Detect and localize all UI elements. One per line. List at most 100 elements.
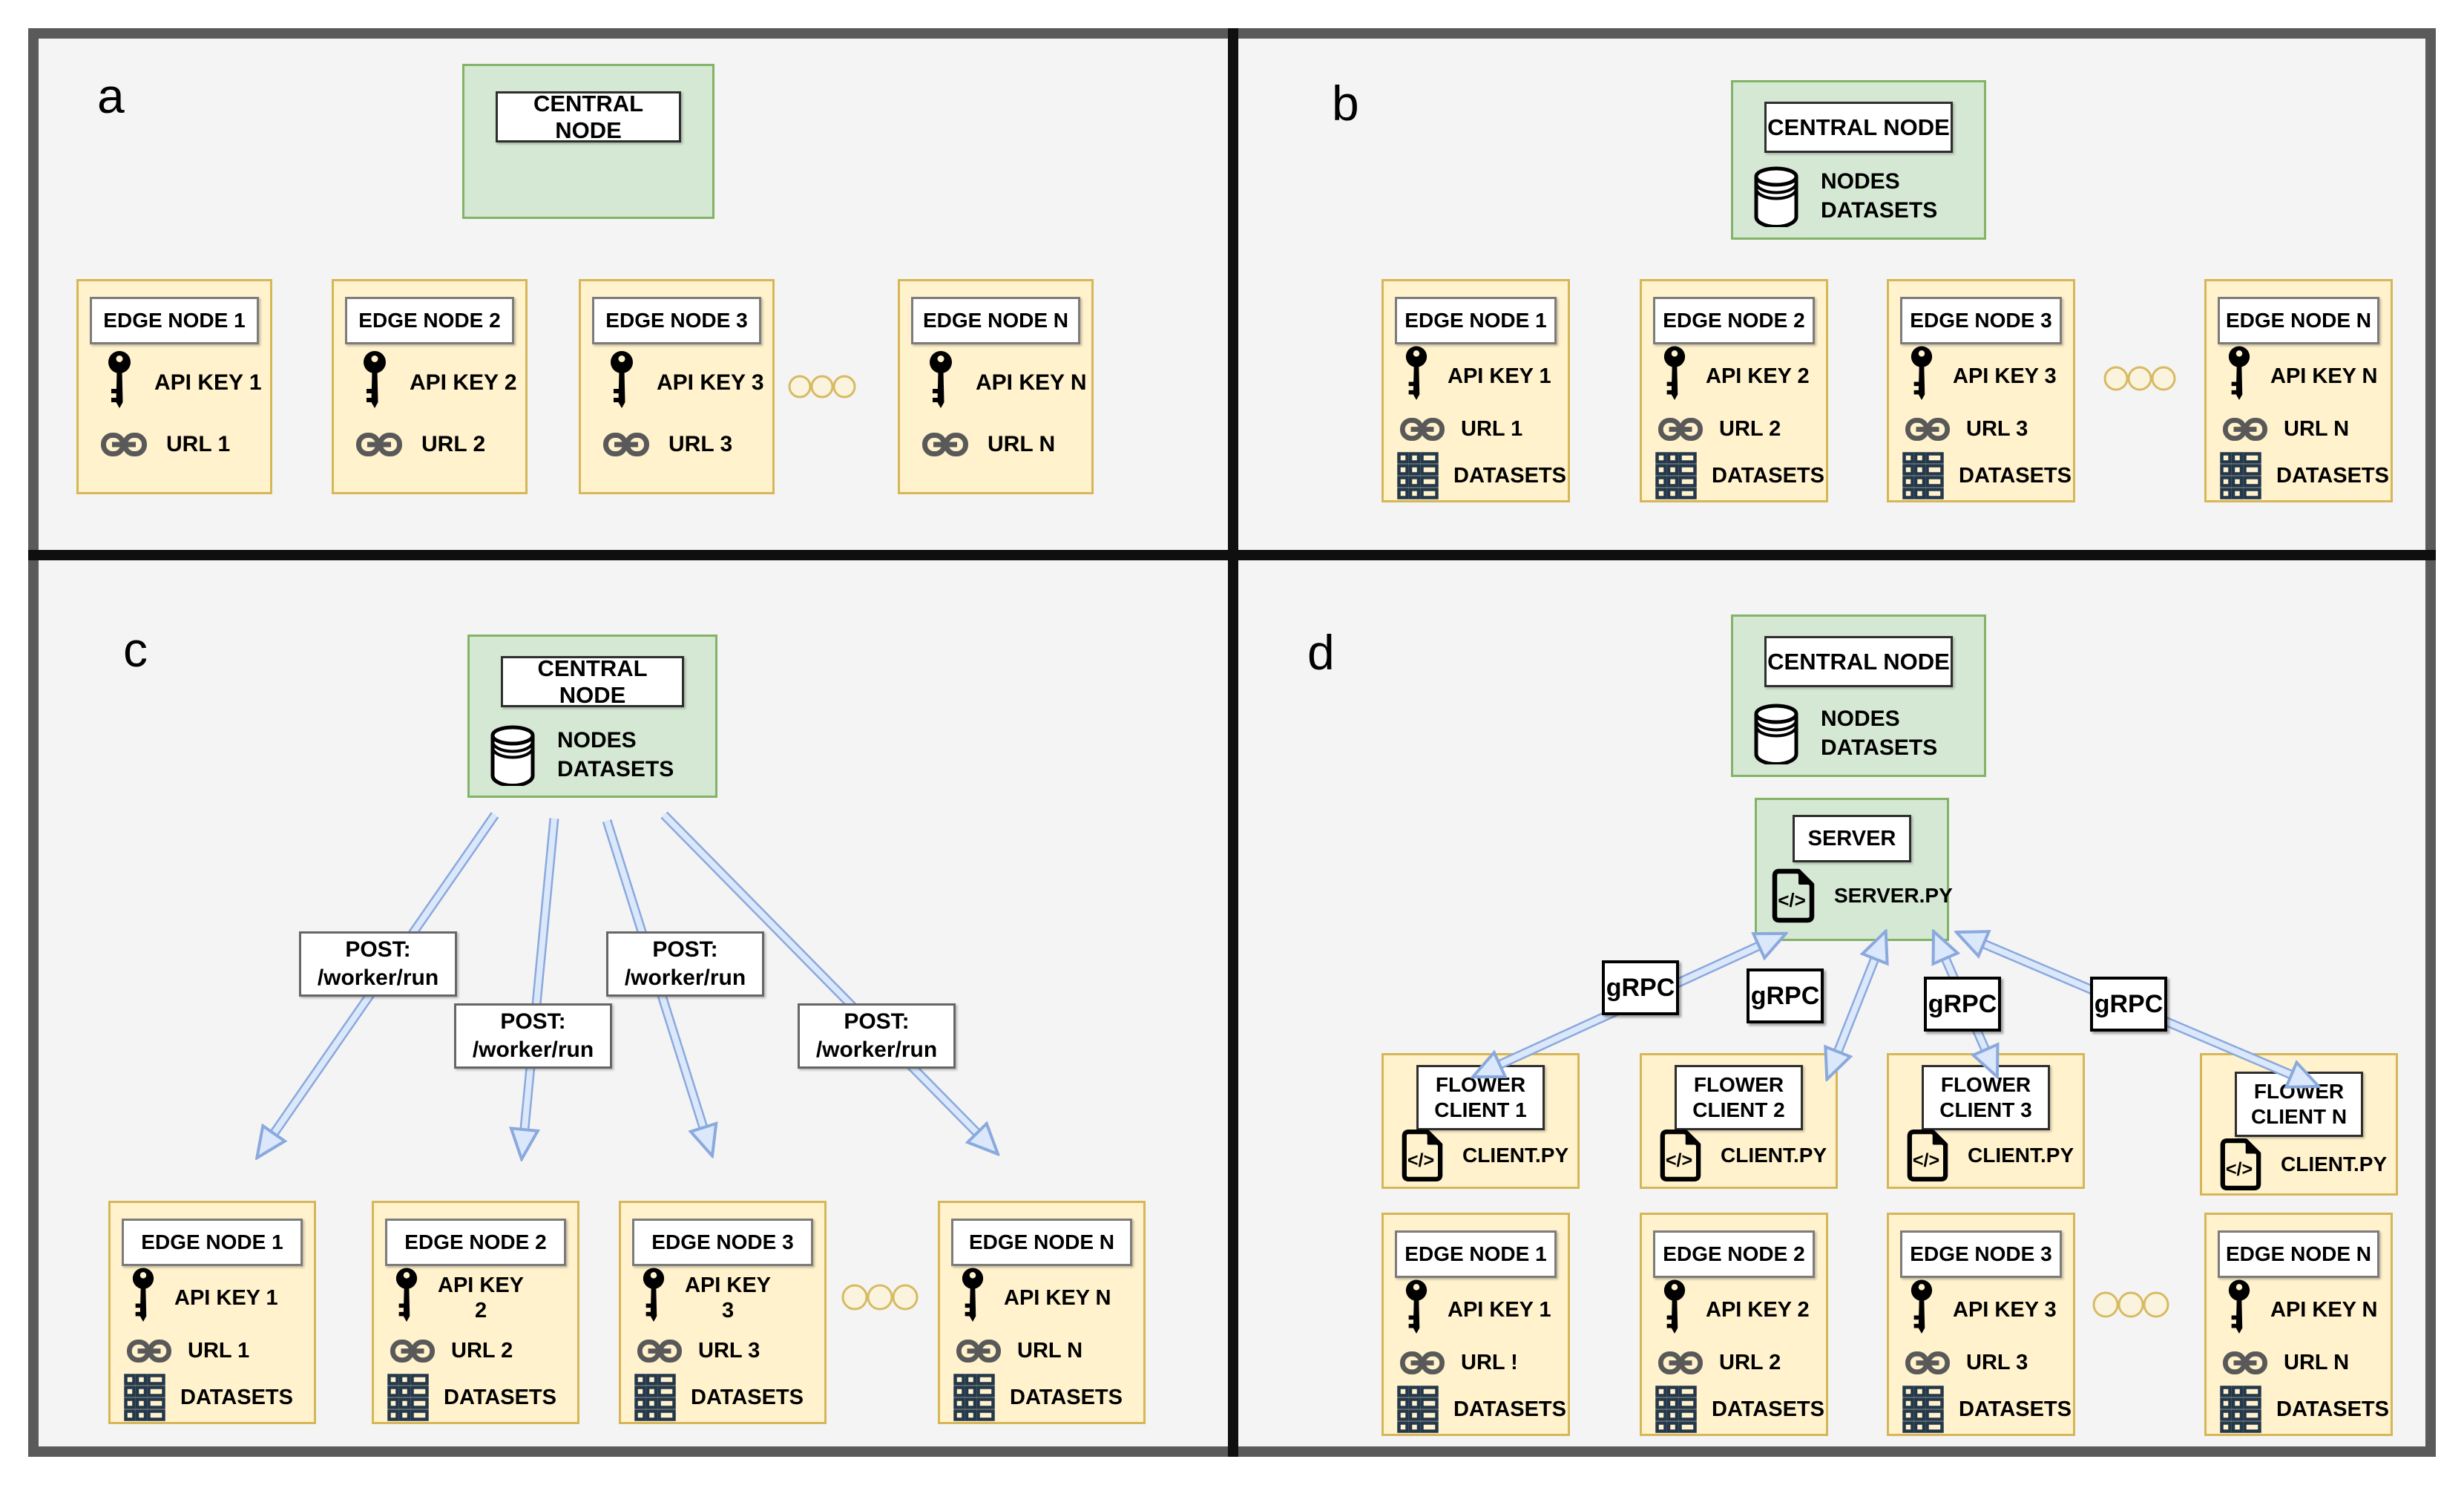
api-key-label: API KEY 2	[1706, 1298, 1810, 1322]
edge-node-title: EDGE NODE N	[951, 1219, 1132, 1266]
post-worker-run-label-3: POST: /worker/run	[606, 931, 764, 997]
edge-node-1: EDGE NODE 1 API KEY 1 URL ! DATASETS	[1382, 1213, 1570, 1436]
datasets-icon	[124, 1374, 165, 1421]
code-file-icon	[1770, 868, 1815, 923]
edge-node-3: EDGE NODE 3 API KEY 3 URL 3 DATASETS	[1887, 279, 2075, 502]
edge-node-n: EDGE NODE N API KEY N URL N DATASETS	[2204, 1213, 2393, 1436]
api-key-row: API KEY 3	[1910, 345, 2057, 407]
datasets-icon	[1902, 1386, 1944, 1433]
datasets-label: DATASETS	[2276, 1397, 2389, 1421]
api-key-label: API KEY 1	[1448, 364, 1551, 388]
panel-letter-c: c	[123, 622, 148, 677]
api-key-row: API KEY 1	[131, 1267, 278, 1329]
flower-client-1: FLOWER CLIENT 1 CLIENT.PY	[1382, 1053, 1580, 1189]
url-label: URL 2	[1719, 417, 1781, 441]
datasets-icon	[2220, 1386, 2261, 1433]
edge-node-title: EDGE NODE 1	[90, 297, 259, 344]
node-store-row: NODES DATASETS	[489, 718, 674, 791]
edge-node-title: EDGE NODE 3	[592, 297, 761, 344]
datasets-row: DATASETS	[953, 1372, 1123, 1423]
url-label: URL 2	[1719, 1351, 1781, 1374]
key-icon	[1910, 1279, 1934, 1341]
key-icon	[107, 350, 132, 416]
nodes-datasets-label: NODES DATASETS	[1821, 707, 1938, 760]
flower-client-title: FLOWER CLIENT N	[2235, 1072, 2363, 1137]
api-key-row: API KEY 2	[1663, 1279, 1810, 1341]
client-file-row: CLIENT.PY	[2218, 1137, 2387, 1192]
key-icon	[961, 1267, 985, 1329]
edge-node-title: EDGE NODE 2	[1653, 297, 1815, 344]
url-row: URL 2	[356, 427, 485, 462]
link-icon	[390, 1340, 435, 1363]
api-key-label: API KEY 1	[1448, 1298, 1551, 1322]
datasets-icon	[2220, 452, 2261, 499]
edge-node-title: EDGE NODE 1	[122, 1219, 303, 1266]
link-icon	[127, 1340, 171, 1363]
link-icon	[922, 433, 968, 456]
key-icon	[1405, 1279, 1428, 1341]
url-row: URL N	[956, 1332, 1082, 1369]
link-icon	[1400, 1351, 1445, 1374]
key-icon	[1910, 345, 1934, 407]
api-key-label: API KEY 1	[154, 370, 262, 395]
url-row: URL 1	[101, 427, 230, 462]
api-key-row: API KEY N	[961, 1267, 1111, 1329]
edge-node-1: EDGE NODE 1 API KEY 1 URL 1 DATASETS	[1382, 279, 1570, 502]
edge-node-2: EDGE NODE 2 API KEY 2 URL 2 DATASETS	[372, 1201, 579, 1424]
central-node-title: CENTRAL NODE	[496, 91, 681, 143]
api-key-label: API KEY N	[2270, 1298, 2378, 1322]
link-icon	[956, 1340, 1001, 1363]
flower-client-title: FLOWER CLIENT 1	[1416, 1065, 1545, 1130]
datasets-row: DATASETS	[634, 1372, 804, 1423]
url-row: URL 2	[390, 1332, 513, 1369]
datasets-row: DATASETS	[124, 1372, 293, 1423]
database-icon	[1752, 165, 1800, 227]
url-label: URL !	[1461, 1351, 1518, 1374]
edge-node-title: EDGE NODE 3	[632, 1219, 813, 1266]
api-key-row: API KEY 3	[642, 1267, 771, 1329]
central-node-box: CENTRAL NODE	[462, 64, 714, 219]
url-row: URL 3	[1905, 410, 2028, 448]
client-py-label: CLIENT.PY	[1721, 1144, 1827, 1167]
api-key-row: API KEY N	[2227, 1279, 2378, 1341]
datasets-label: DATASETS	[1712, 464, 1824, 488]
key-icon	[2227, 345, 2251, 407]
central-node-title: CENTRAL NODE	[1764, 102, 1953, 153]
central-node-title: CENTRAL NODE	[1764, 636, 1953, 687]
datasets-row: DATASETS	[2220, 1384, 2389, 1435]
key-icon	[642, 1267, 666, 1329]
datasets-row: DATASETS	[1397, 1384, 1566, 1435]
flower-client-title: FLOWER CLIENT 2	[1675, 1065, 1803, 1130]
api-key-label: API KEY 2	[410, 370, 517, 395]
edge-node-2: EDGE NODE 2 API KEY 2 URL 2 DATASETS	[1640, 279, 1828, 502]
post-worker-run-label-2: POST: /worker/run	[454, 1003, 612, 1069]
api-key-label: API KEY N	[976, 370, 1087, 395]
central-node-box: CENTRAL NODE NODES DATASETS	[467, 635, 717, 798]
url-label: URL 2	[451, 1339, 513, 1363]
api-key-label: API KEY 3	[1953, 1298, 2057, 1322]
key-icon	[1663, 1279, 1686, 1341]
url-row: URL N	[922, 427, 1055, 462]
link-icon	[637, 1340, 682, 1363]
api-key-label: API KEY 3	[685, 1273, 772, 1322]
url-label: URL 2	[421, 432, 486, 456]
client-file-row: CLIENT.PY	[1400, 1128, 1568, 1183]
nodes-datasets-label: NODES DATASETS	[1821, 169, 1938, 223]
datasets-label: DATASETS	[1453, 464, 1566, 488]
datasets-icon	[953, 1374, 995, 1421]
link-icon	[1905, 418, 1950, 441]
datasets-label: DATASETS	[1959, 1397, 2072, 1421]
link-icon	[101, 433, 147, 456]
flower-client-title: FLOWER CLIENT 3	[1922, 1065, 2050, 1130]
client-py-label: CLIENT.PY	[2281, 1153, 2388, 1176]
url-row: URL N	[2223, 1344, 2349, 1381]
client-file-row: CLIENT.PY	[1658, 1128, 1827, 1183]
url-label: URL 1	[166, 432, 231, 456]
grpc-label-3: gRPC	[1924, 977, 2001, 1032]
edge-node-title: EDGE NODE 3	[1900, 297, 2062, 344]
code-file-icon	[1905, 1129, 1948, 1182]
link-icon	[1905, 1351, 1950, 1374]
api-key-label: API KEY 2	[438, 1273, 525, 1322]
api-key-row: API KEY N	[2227, 345, 2378, 407]
datasets-row: DATASETS	[1902, 1384, 2072, 1435]
